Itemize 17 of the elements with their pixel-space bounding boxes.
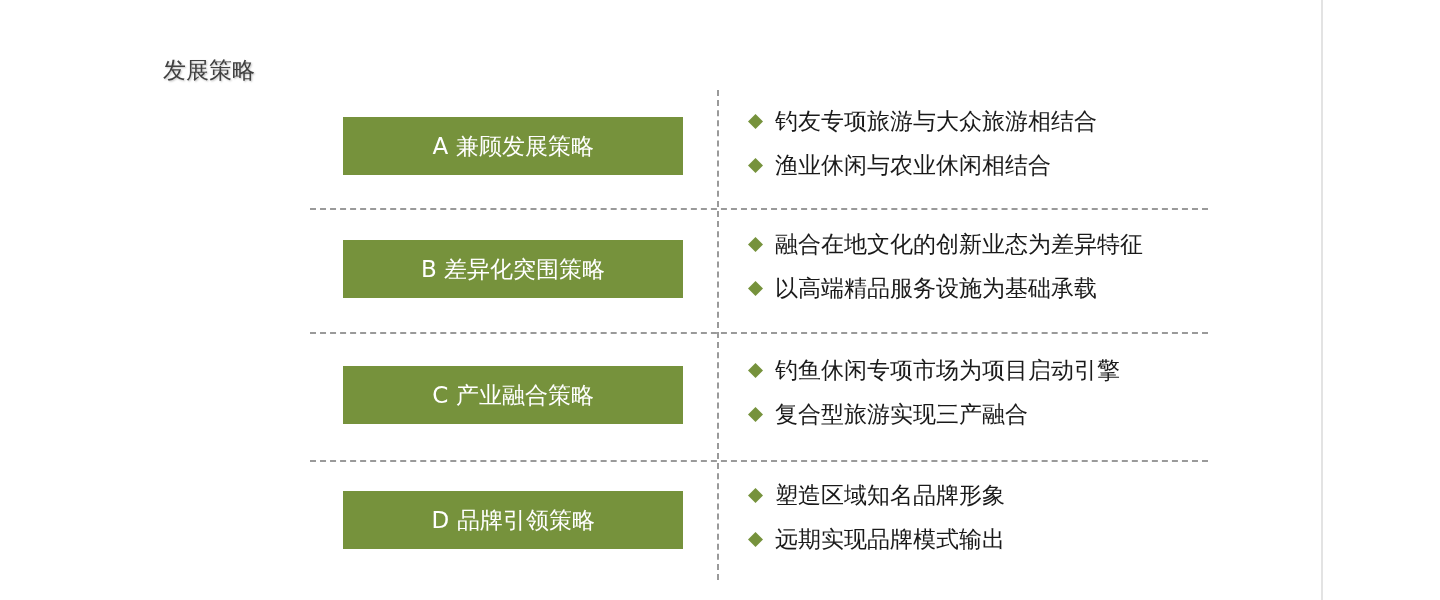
strategy-title: A 兼顾发展策略 — [432, 134, 594, 158]
strategy-title: D 品牌引领策略 — [431, 508, 595, 532]
page-title: 发展策略 — [163, 56, 255, 85]
strategy-box — [343, 491, 683, 549]
bullet-text: 远期实现品牌模式输出 — [775, 525, 1005, 554]
bullet-text: 融合在地文化的创新业态为差异特征 — [775, 230, 1143, 259]
bullet-text: 复合型旅游实现三产融合 — [775, 400, 1028, 429]
bullet-text: 钓友专项旅游与大众旅游相结合 — [775, 107, 1097, 136]
bullet-text: 塑造区域知名品牌形象 — [775, 481, 1005, 510]
bullet-text: 渔业休闲与农业休闲相结合 — [775, 151, 1051, 180]
strategy-title: B 差异化突围策略 — [420, 257, 606, 281]
strategy-box — [343, 240, 683, 298]
strategy-box — [343, 366, 683, 424]
strategy-box — [343, 117, 683, 175]
strategy-title: C 产业融合策略 — [432, 383, 594, 407]
bullet-text: 钓鱼休闲专项市场为项目启动引擎 — [775, 356, 1120, 385]
bullet-text: 以高端精品服务设施为基础承载 — [775, 274, 1097, 303]
